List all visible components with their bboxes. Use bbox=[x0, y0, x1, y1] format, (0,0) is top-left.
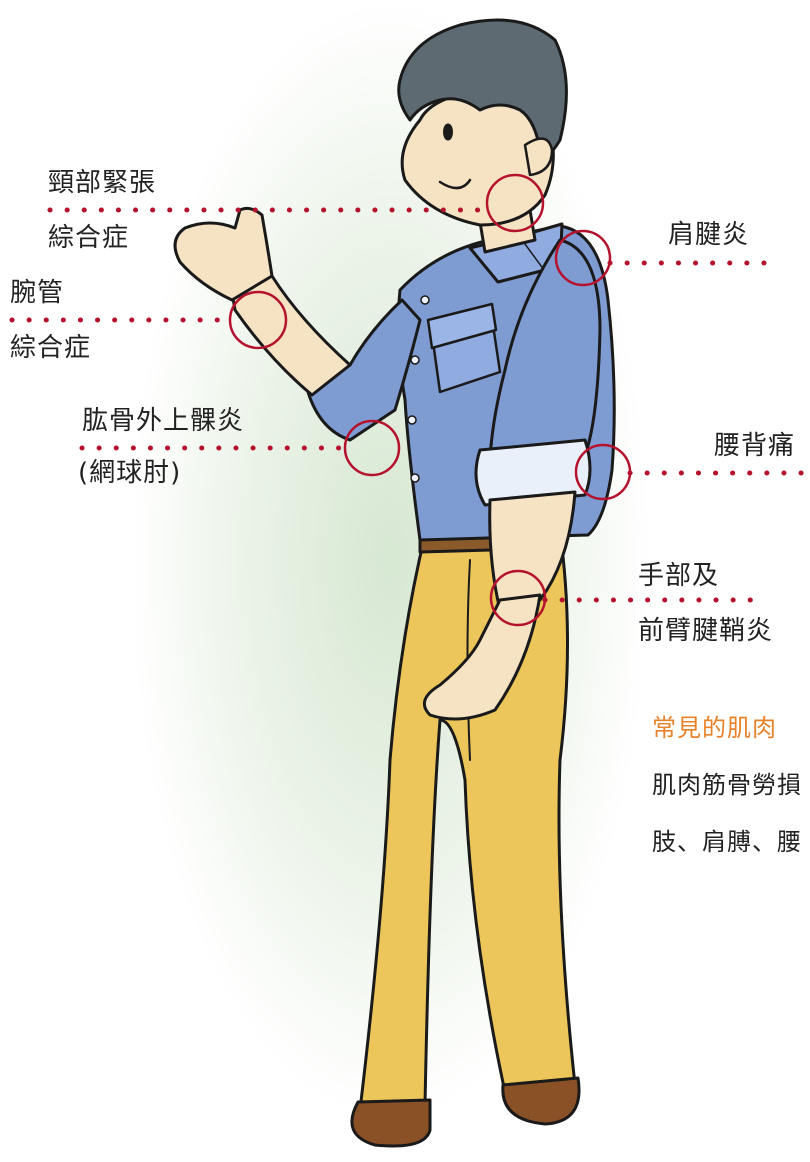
lower-hand bbox=[422, 593, 542, 721]
label-elbow-line1: 肱骨外上髁炎 bbox=[82, 406, 245, 436]
marker-wrist bbox=[228, 290, 288, 350]
raised-forearm bbox=[228, 274, 352, 397]
label-forearm-line1: 手部及 bbox=[638, 561, 720, 591]
caption-line2: 肢、肩膊、腰 bbox=[652, 828, 802, 856]
mouth bbox=[438, 178, 472, 190]
leader-lines bbox=[9, 207, 808, 603]
ear bbox=[523, 137, 554, 177]
marker-elbow bbox=[343, 419, 401, 477]
label-neck-line1: 頸部緊張 bbox=[48, 168, 157, 198]
label-elbow-line2: (網球肘) bbox=[78, 458, 182, 488]
label-lower-back: 腰背痛 bbox=[714, 431, 796, 461]
right-shoe bbox=[501, 1076, 581, 1126]
rolled-cuff bbox=[474, 438, 592, 507]
label-shoulder: 肩腱炎 bbox=[668, 220, 750, 250]
raised-arm-sleeve bbox=[306, 298, 422, 442]
label-neck-line2: 綜合症 bbox=[48, 223, 130, 253]
trousers bbox=[358, 530, 577, 1112]
marker-shoulder bbox=[554, 229, 612, 287]
man-figure bbox=[173, 18, 616, 1148]
caption-line1: 肌肉筋骨勞損 bbox=[652, 771, 802, 799]
caption-title: 常見的肌肉 bbox=[652, 714, 777, 742]
raised-hand bbox=[173, 206, 274, 302]
label-carpal-line1: 腕管 bbox=[10, 278, 65, 308]
marker-neck bbox=[485, 173, 545, 233]
eye bbox=[443, 123, 453, 141]
label-forearm-line2: 前臂腱鞘炎 bbox=[638, 616, 774, 646]
label-carpal-line2: 綜合症 bbox=[10, 333, 92, 363]
left-shoe bbox=[350, 1098, 432, 1148]
